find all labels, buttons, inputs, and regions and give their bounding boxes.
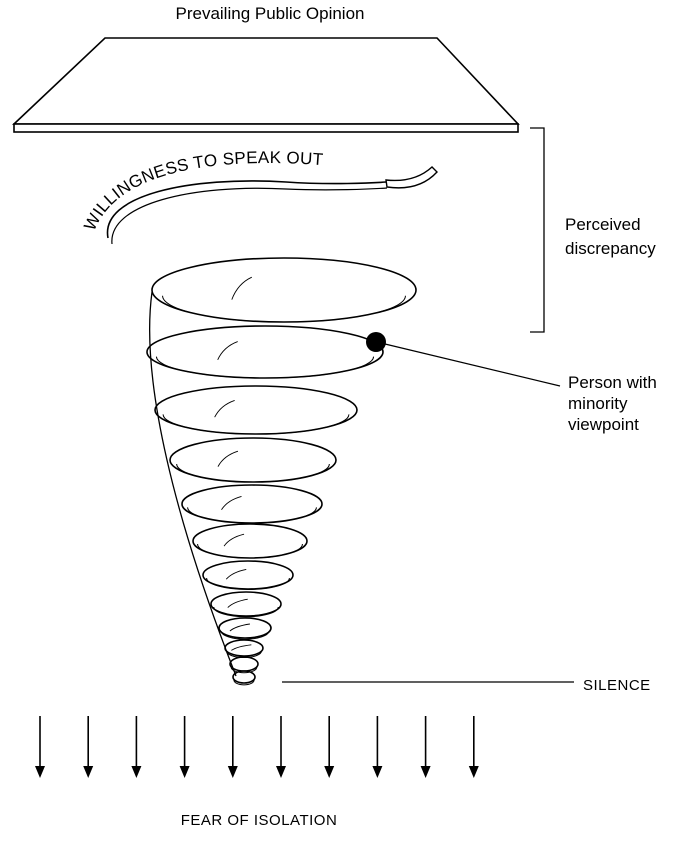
spiral-inner-mark	[224, 534, 244, 546]
spiral-inner-mark	[215, 400, 235, 417]
spiral-coil-edge	[177, 464, 330, 482]
arrow-head	[35, 766, 45, 778]
arrow-head	[469, 766, 479, 778]
spiral-coil	[225, 640, 263, 656]
perceived-line-2: discrepancy	[565, 237, 656, 261]
discrepancy-bracket	[530, 128, 544, 332]
spiral-coil	[211, 592, 281, 616]
arrow-head	[324, 766, 334, 778]
spiral-coil-edge	[156, 357, 373, 378]
ribbon-tail	[386, 167, 437, 188]
funnel-left-edge	[150, 292, 236, 676]
spiral-inner-mark	[226, 569, 246, 579]
spiral-inner-mark	[232, 277, 252, 299]
arrow-head	[131, 766, 141, 778]
person-line-3: viewpoint	[568, 414, 657, 435]
ribbon-upper-loop-inner	[112, 188, 387, 244]
silence-label: SILENCE	[583, 677, 651, 694]
arrow-head	[83, 766, 93, 778]
person-label: Person with minority viewpoint	[568, 372, 657, 435]
minority-person-dot	[366, 332, 386, 352]
spiral-inner-mark	[228, 599, 248, 607]
arrow-head	[276, 766, 286, 778]
spiral-coil-edge	[198, 544, 303, 558]
arrow-head	[372, 766, 382, 778]
spiral-inner-mark	[218, 451, 238, 466]
spiral-coil-edge	[163, 414, 349, 434]
public-opinion-plane	[14, 38, 518, 132]
fear-of-isolation-label: FEAR OF ISOLATION	[0, 812, 518, 829]
perceived-discrepancy-label: Perceived discrepancy	[565, 213, 656, 261]
spiral-coil-edge	[163, 296, 406, 322]
spiral-funnel	[147, 258, 416, 685]
person-line-2: minority	[568, 393, 657, 414]
spiral-coil	[230, 657, 258, 671]
person-leader-line	[385, 344, 560, 386]
arrow-head	[421, 766, 431, 778]
spiral-coil-edge	[188, 507, 317, 523]
spiral-label: WILLINGNESS TO SPEAK OUT	[80, 148, 324, 234]
spiral-coil	[203, 561, 293, 589]
spiral-inner-mark	[230, 624, 250, 631]
diagram-title: Prevailing Public Opinion	[0, 4, 540, 24]
spiral-coil	[219, 618, 271, 638]
arrow-head	[228, 766, 238, 778]
spiral-coil-edge	[207, 578, 290, 589]
fear-arrows	[35, 716, 479, 778]
spiral-inner-mark	[222, 496, 242, 509]
person-line-1: Person with	[568, 372, 657, 393]
spiral-inner-mark	[231, 645, 251, 651]
spiral-inner-mark	[218, 342, 238, 360]
arrow-head	[180, 766, 190, 778]
perceived-line-1: Perceived	[565, 213, 656, 237]
